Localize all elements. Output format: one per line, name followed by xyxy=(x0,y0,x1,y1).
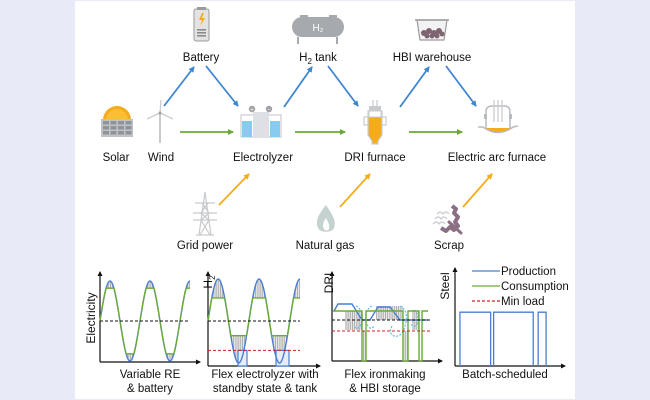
scrap-metal-icon xyxy=(432,204,463,235)
eaf-label: Electric arc furnace xyxy=(448,152,546,164)
electric-arc-furnace-icon xyxy=(478,100,519,134)
natural-gas-label: Natural gas xyxy=(296,240,355,252)
tank-h2-text: H₂ xyxy=(312,23,323,34)
chart4-ylabel: Steel xyxy=(438,272,452,299)
arrow-electrolyzer-to-tank xyxy=(283,66,313,108)
arrow-scrap-to-eaf xyxy=(462,173,493,208)
gas-flame-icon xyxy=(316,205,335,232)
arrow-dri-to-hbi xyxy=(399,66,430,108)
chart4-legend: Production Consumption Min load xyxy=(472,266,569,308)
h2-tank-label: H2 tank xyxy=(299,52,337,66)
hbi-warehouse-label: HBI warehouse xyxy=(393,52,472,64)
figure-panel xyxy=(75,1,575,399)
power-pylon-icon xyxy=(193,191,217,236)
dri-furnace-label: DRI furnace xyxy=(344,152,405,164)
electrolyzer-label: Electrolyzer xyxy=(233,152,293,164)
solar-label: Solar xyxy=(103,152,130,164)
wind-label: Wind xyxy=(148,152,174,164)
chart3-caption-line2: & HBI storage xyxy=(349,383,421,395)
minus-sign: − xyxy=(267,108,271,114)
battery-label: Battery xyxy=(183,52,220,64)
electrolyzer-icon: + − xyxy=(240,105,282,138)
chart3-gap-hatch xyxy=(403,331,408,361)
chart3-gap-hatch xyxy=(362,331,366,361)
hbi-bin-icon xyxy=(415,19,449,41)
solar-panel-icon xyxy=(101,106,133,137)
chart2-caption-line2: standby state & tank xyxy=(213,383,317,395)
arrow-hbi-to-eaf xyxy=(445,65,477,107)
chart4-batch-1 xyxy=(459,311,492,366)
chart4-batch-2 xyxy=(492,311,534,366)
arrow-wind-to-battery xyxy=(163,66,195,107)
chart3-storage-hatch xyxy=(376,306,403,320)
chart1-caption-line1: Variable RE xyxy=(120,369,181,381)
scrap-label: Scrap xyxy=(434,240,464,252)
arrow-tank-to-dri xyxy=(327,65,359,107)
chart4-caption-line1: Batch-scheduled xyxy=(462,369,548,381)
dri-furnace-icon xyxy=(363,100,387,145)
battery-icon xyxy=(193,7,210,42)
arrow-grid-to-electrolyzer xyxy=(218,173,250,206)
arrow-battery-to-electrolyzer xyxy=(205,65,239,107)
chart3-ylabel: DRI xyxy=(322,273,336,294)
legend-min-load-label: Min load xyxy=(501,296,544,308)
chart4-batch-3 xyxy=(537,311,547,366)
flow-arrows xyxy=(163,65,493,208)
chart1-ylabel: Electricity xyxy=(84,292,98,343)
chart2-consumption-line xyxy=(207,297,300,337)
charts xyxy=(97,267,566,369)
grid-power-label: Grid power xyxy=(177,240,233,252)
chart1-consumption-line xyxy=(99,287,190,355)
legend-production-label: Production xyxy=(501,266,556,278)
chart2-ylabel: H2 xyxy=(201,275,217,289)
chart2-tank-hatch xyxy=(208,279,300,363)
wind-turbine-icon xyxy=(146,99,174,143)
chart1-caption-line2: & battery xyxy=(127,383,173,395)
hydrogen-tank-icon: H₂ xyxy=(292,15,344,44)
arrow-gas-to-dri xyxy=(339,173,371,208)
chart3-caption-line1: Flex ironmaking xyxy=(344,369,425,381)
chart3-consumption-line xyxy=(333,310,428,362)
legend-consumption-label: Consumption xyxy=(501,281,569,293)
chart2-caption-line1: Flex electrolyzer with xyxy=(211,369,318,381)
plus-sign: + xyxy=(250,108,254,114)
